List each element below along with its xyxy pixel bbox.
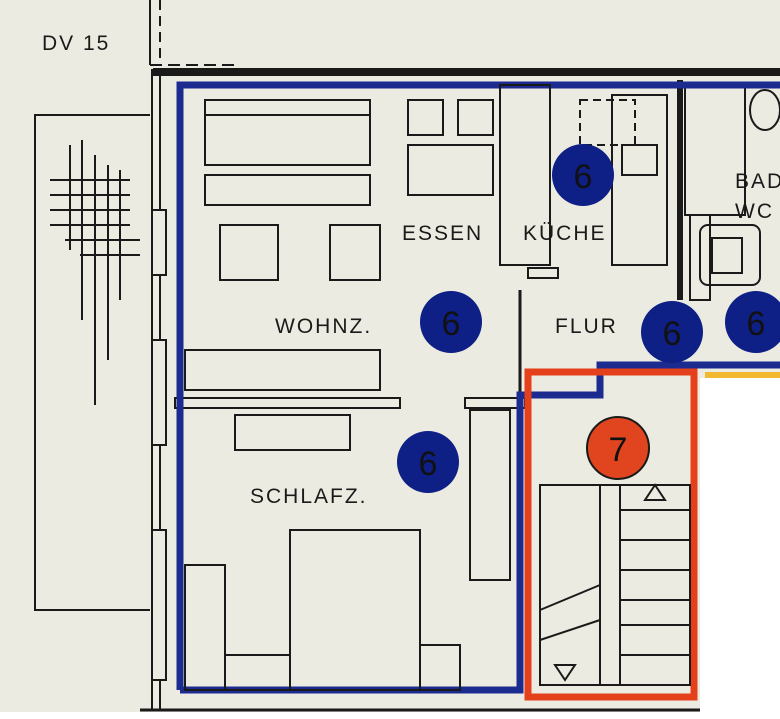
marker-bad: 6 — [725, 291, 780, 353]
room-label-kueche: KÜCHE — [523, 222, 607, 245]
top-dashed-lines — [149, 0, 235, 66]
stair-up-arrow-icon — [643, 483, 667, 501]
svg-text:6: 6 — [442, 305, 461, 343]
blank-area — [700, 378, 780, 719]
plan-title: DV 15 — [42, 32, 110, 55]
furniture — [184, 84, 780, 691]
staircase-outline — [524, 368, 698, 701]
stair-down-arrow-icon — [553, 664, 577, 682]
unit-outline-lower — [180, 361, 780, 694]
marker-wohnz: 6 — [420, 291, 482, 353]
room-label-flur: FLUR — [555, 315, 618, 338]
balcony — [34, 114, 150, 611]
marker-staircase: 7 — [586, 416, 650, 480]
marker-flur: 6 — [641, 301, 703, 363]
room-label-bad: BAD — [735, 170, 780, 193]
room-label-wohnz: WOHNZ. — [275, 315, 372, 338]
svg-text:7: 7 — [609, 431, 628, 469]
svg-text:6: 6 — [663, 315, 682, 353]
svg-text:6: 6 — [419, 445, 438, 483]
marker-kueche: 6 — [552, 144, 614, 206]
svg-text:6: 6 — [574, 158, 593, 196]
room-label-wc: WC — [735, 200, 774, 223]
marker-schlafz: 6 — [397, 431, 459, 493]
room-label-essen: ESSEN — [402, 222, 483, 245]
unit-outline — [176, 81, 780, 690]
svg-text:6: 6 — [747, 305, 766, 343]
stairs — [539, 483, 691, 686]
room-label-schlafz: SCHLAFZ. — [250, 485, 368, 508]
blank-strip — [0, 712, 780, 719]
walls — [140, 68, 780, 712]
